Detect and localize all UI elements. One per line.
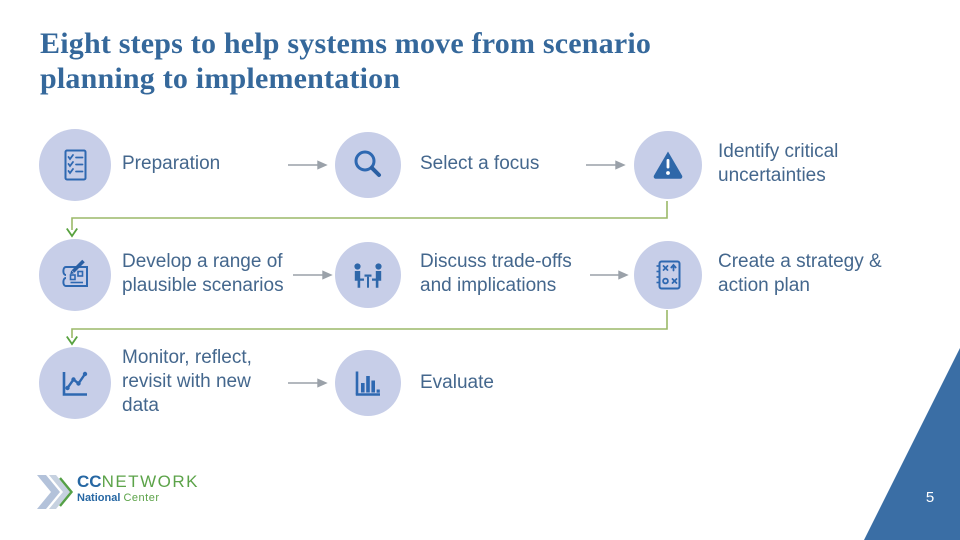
step-circle-discuss-tradeoffs: [335, 242, 401, 308]
logo-national-text: National: [77, 492, 121, 504]
logo-chevrons-icon: [37, 475, 74, 509]
right-arrow-icon: [590, 270, 629, 280]
logo-cc-text: CC: [77, 472, 102, 491]
warning-icon: [653, 151, 683, 179]
down-arrow-icon: [66, 227, 78, 238]
page-title: Eight steps to help systems move from sc…: [40, 27, 652, 95]
right-arrow-icon: [288, 160, 328, 170]
checklist-icon: [64, 149, 87, 181]
step-label-preparation: Preparation: [122, 153, 221, 174]
logo-center-text: Center: [123, 492, 160, 504]
corner-wedge: [864, 348, 960, 540]
right-arrow-icon: [293, 270, 333, 280]
step-circle-preparation: [39, 129, 111, 201]
playbook-icon: [656, 260, 681, 290]
magnifier-icon: [354, 150, 381, 177]
logo-network-text: NETWORK: [101, 472, 199, 491]
step-label-create-strategy: Create a strategy & action plan: [718, 251, 882, 296]
step-circle-select-focus: [335, 132, 401, 198]
step-label-select-focus: Select a focus: [420, 153, 540, 174]
green-connector-row1-to-row2: [66, 201, 668, 238]
step-circle-monitor: [39, 347, 111, 419]
right-arrow-icon: [586, 160, 626, 170]
page-number: 5: [925, 489, 935, 506]
right-arrow-icon: [288, 378, 328, 388]
step-circle-develop-scenarios: [39, 239, 111, 311]
step-circle-create-strategy: [634, 241, 702, 309]
cc-network-logo: CCNETWORK National Center: [36, 470, 206, 514]
step-label-evaluate: Evaluate: [420, 372, 494, 393]
green-connector-row2-to-row3: [66, 310, 668, 346]
step-circle-evaluate: [335, 350, 401, 416]
blueprint-icon: [62, 259, 88, 287]
step-label-discuss-tradeoffs: Discuss trade-offs and implications: [420, 251, 572, 296]
bar-chart-icon: [355, 371, 380, 396]
step-label-identify-uncertainties: Identify critical uncertainties: [718, 141, 839, 186]
discussion-icon: [354, 263, 382, 288]
step-label-monitor: Monitor, reflect, revisit with new data: [122, 347, 252, 416]
step-circle-identify-uncertainties: [634, 131, 702, 199]
line-chart-icon: [62, 371, 88, 396]
step-label-develop-scenarios: Develop a range of plausible scenarios: [122, 251, 284, 296]
down-arrow-icon: [66, 335, 78, 346]
